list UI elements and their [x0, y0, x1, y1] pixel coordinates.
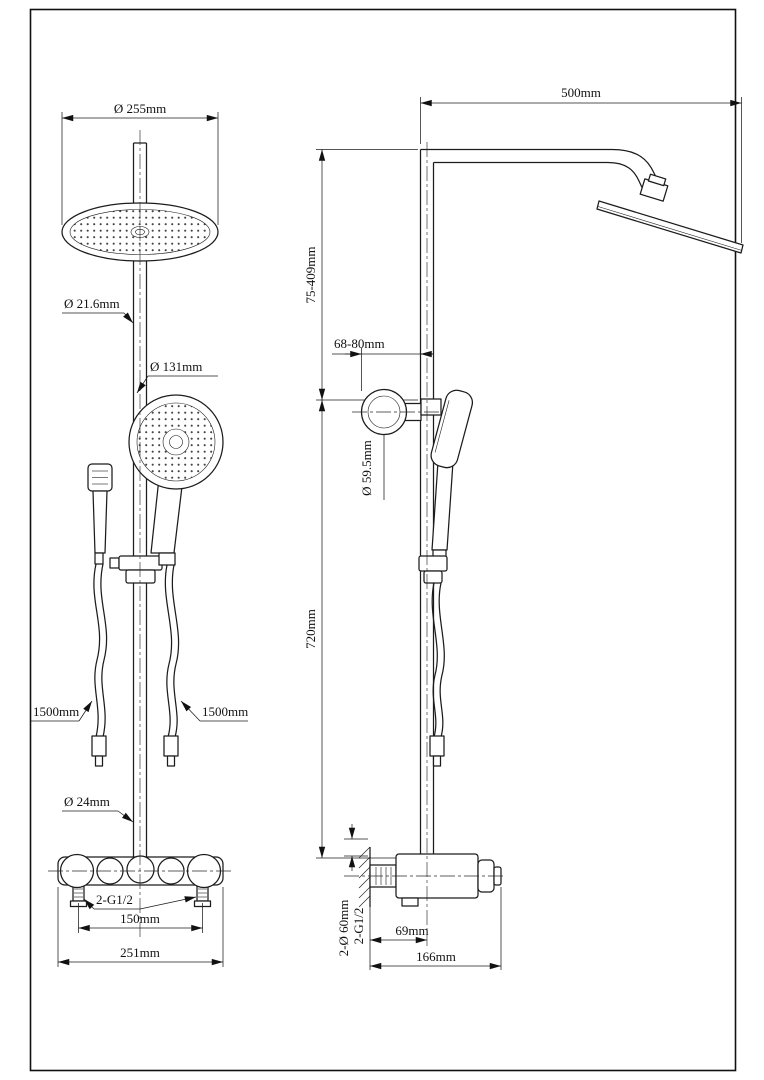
dim-escutcheon-diameter: Ø 59.5mm — [359, 434, 385, 500]
dim-inlet-thread-label: 2-G1/2 — [96, 892, 133, 907]
slim-hand-sprayer-front — [87, 463, 113, 565]
rain-shower-head-front — [61, 202, 219, 262]
dim-arm-length: 500mm — [420, 85, 742, 243]
dim-pipe-diameter: Ø 21.6mm — [62, 296, 134, 324]
hose-left — [91, 563, 108, 767]
shower-arm-side — [420, 148, 662, 195]
dim-wall-escutcheon-marks — [344, 824, 368, 871]
dim-overall-depth-label: 166mm — [416, 949, 456, 964]
dim-hose-left-label: 1500mm — [33, 704, 79, 719]
dim-hose-right-length: 1500mm — [180, 700, 248, 722]
dim-wall-clearance-label: 68-80mm — [334, 336, 385, 351]
dim-overall-width-label: 251mm — [120, 945, 160, 960]
dim-head-diameter-label: Ø 255mm — [114, 101, 166, 116]
dim-overall-width: 251mm — [57, 887, 224, 967]
side-view: 500mm 75-409mm 68-80mm Ø 59.5mm — [303, 85, 744, 970]
dim-wall-thread-label: 2-G1/2 — [351, 908, 366, 945]
hand-shower-front — [128, 394, 224, 554]
dim-escutcheon-diameter-label: Ø 59.5mm — [359, 440, 374, 496]
dim-hose-left-length: 1500mm — [31, 700, 93, 722]
slider-bracket-front — [109, 552, 176, 584]
dim-lower-pipe-diameter-label: Ø 24mm — [64, 794, 110, 809]
hose-right — [163, 564, 180, 767]
dim-wall-to-pipe: 69mm — [369, 907, 429, 970]
dim-hand-shower-diameter: Ø 131mm — [136, 359, 218, 394]
drawing-border — [29, 8, 737, 1072]
dim-inlet-thread: 2-G1/2 — [83, 892, 197, 910]
dim-pipe-diameter-label: Ø 21.6mm — [64, 296, 120, 311]
dim-wall-escutcheon-label: 2-Ø 60mm — [336, 900, 351, 957]
dim-head-height-range-label: 75-409mm — [303, 246, 318, 303]
dim-head-diameter: Ø 255mm — [61, 101, 219, 225]
dim-wall-to-pipe-label: 69mm — [395, 923, 428, 938]
dim-lower-pipe-diameter: Ø 24mm — [62, 794, 134, 823]
dim-arm-length-label: 500mm — [561, 85, 601, 100]
dim-hose-right-label: 1500mm — [202, 704, 248, 719]
hose-side — [429, 582, 445, 767]
slider-bracket-side — [418, 555, 448, 584]
front-view: Ø 255mm Ø 21.6mm Ø 131mm — [31, 101, 248, 967]
dim-column-height: 720mm — [303, 400, 396, 859]
dim-overall-depth: 166mm — [370, 887, 502, 970]
dim-column-height-label: 720mm — [303, 609, 318, 649]
rain-shower-head-side — [596, 173, 744, 254]
dim-hand-shower-diameter-label: Ø 131mm — [150, 359, 202, 374]
